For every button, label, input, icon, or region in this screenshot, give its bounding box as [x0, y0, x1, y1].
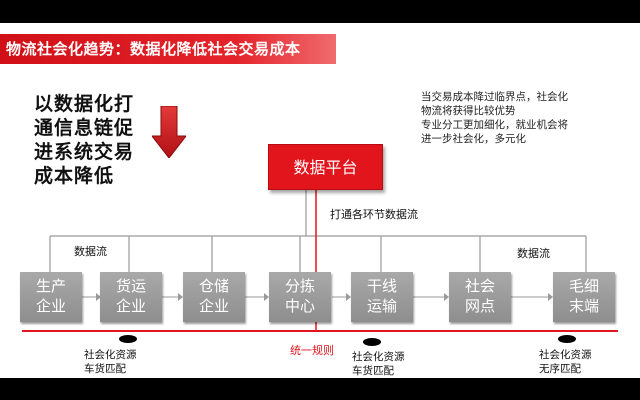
node-last-mile: 毛细 末端 — [553, 272, 615, 322]
caption-left: 社会化资源 车货匹配 — [84, 348, 137, 376]
rule-label: 统一规则 — [290, 344, 334, 357]
caption-line: 无序匹配 — [539, 363, 581, 375]
note-line: 专业分工更加细化，就业机会将 — [421, 119, 568, 131]
slide-title: 物流社会化趋势：数据化降低社会交易成本 — [0, 34, 336, 64]
node-line: 货运 — [115, 277, 146, 295]
node-line: 社会 — [464, 277, 495, 295]
node-sorting: 分拣 中心 — [269, 272, 331, 322]
lead-line: 进系统交易 — [34, 141, 135, 163]
node-line: 中心 — [284, 297, 315, 315]
lead-line: 通信息链促 — [34, 117, 135, 139]
node-line: 网点 — [464, 297, 495, 315]
node-production: 生产 企业 — [20, 272, 82, 322]
node-trunk: 干线 运输 — [351, 272, 413, 322]
node-line: 企业 — [115, 297, 146, 315]
node-freight: 货运 企业 — [100, 272, 162, 322]
flow-label-left: 数据流 — [74, 245, 107, 258]
node-line: 末端 — [568, 297, 599, 315]
node-outlet: 社会 网点 — [449, 272, 511, 322]
caption-line: 车货匹配 — [352, 365, 394, 377]
node-line: 企业 — [198, 297, 229, 315]
caption-middle: 社会化资源 车货匹配 — [352, 350, 405, 378]
lead-line: 成本降低 — [34, 165, 115, 187]
lead-statement: 以数据化打 通信息链促 进系统交易 成本降低 — [34, 92, 144, 188]
bottom-black-band — [0, 378, 640, 400]
node-line: 仓储 — [198, 277, 229, 295]
node-warehouse: 仓储 企业 — [183, 272, 245, 322]
connect-label: 打通各环节数据流 — [330, 208, 418, 221]
caption-line: 社会化资源 — [84, 349, 137, 361]
flow-label-right: 数据流 — [517, 247, 550, 260]
node-line: 生产 — [35, 277, 66, 295]
note-line: 进一步社会化，多元化 — [421, 133, 526, 145]
black-dot-marker — [119, 335, 137, 343]
caption-right: 社会化资源 无序匹配 — [539, 348, 592, 376]
data-platform-box: 数据平台 — [268, 144, 383, 190]
note-line: 物流将获得比较优势 — [421, 105, 516, 117]
top-black-band — [0, 0, 640, 23]
node-line: 分拣 — [284, 277, 315, 295]
side-note: 当交易成本降过临界点，社会化 物流将获得比较优势 专业分工更加细化，就业机会将 … — [421, 90, 611, 146]
black-dot-marker — [363, 338, 381, 346]
caption-line: 车货匹配 — [84, 363, 126, 375]
node-line: 毛细 — [568, 277, 599, 295]
lead-line: 以数据化打 — [34, 93, 135, 115]
caption-line: 社会化资源 — [539, 349, 592, 361]
caption-line: 社会化资源 — [352, 351, 405, 363]
note-line: 当交易成本降过临界点，社会化 — [421, 91, 568, 103]
down-arrow-icon — [152, 106, 186, 158]
black-dot-marker — [558, 335, 576, 343]
node-line: 企业 — [35, 297, 66, 315]
node-line: 运输 — [366, 297, 397, 315]
node-line: 干线 — [366, 277, 397, 295]
